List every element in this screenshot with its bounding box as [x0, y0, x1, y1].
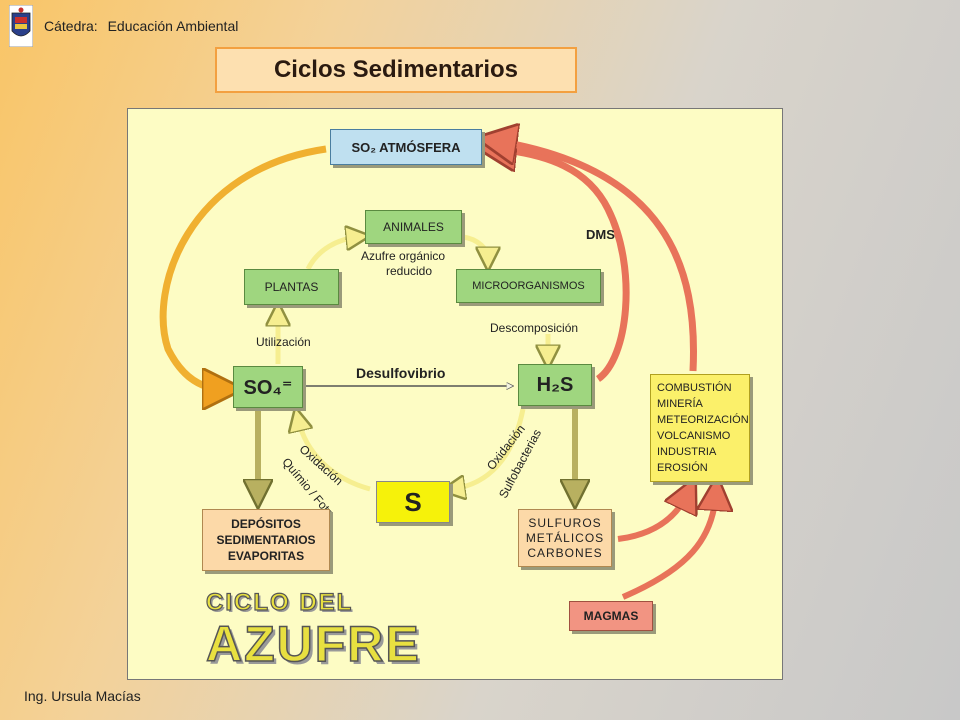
depositos-line-3: EVAPORITAS — [227, 549, 305, 563]
course-label: Cátedra: — [44, 18, 98, 34]
arrow-animales-to-micro — [462, 234, 488, 259]
arrow-fuentes-to-so2 — [496, 141, 697, 372]
arrow-so2-to-so4 — [159, 145, 327, 389]
utilizacion-label: Utilización — [256, 335, 311, 349]
arrow-plantas-to-animales — [305, 237, 358, 271]
university-crest-icon — [8, 4, 34, 48]
azufre-heading: AZUFRE — [205, 615, 421, 673]
magmas-box: MAGMAS — [569, 601, 653, 631]
fuentes-line-3: METEORIZACIÓN — [657, 414, 749, 426]
depositos-line-1: DEPÓSITOS — [231, 517, 301, 531]
sulfur-cycle-diagram: SO₂ ATMÓSFERA ANIMALES PLANTAS MICROORGA… — [127, 108, 783, 680]
arrow-s-to-so4 — [298, 419, 371, 492]
so2-atmosfera-box: SO₂ ATMÓSFERA — [330, 129, 482, 165]
azufre-organico-label-2: reducido — [386, 264, 433, 278]
arrow-sulfuros-to-fuentes — [617, 493, 688, 542]
fuentes-line-1: COMBUSTIÓN — [657, 382, 732, 394]
course-subject: Educación Ambiental — [107, 18, 239, 34]
fuentes-line-4: VOLCANISMO — [657, 430, 731, 442]
arrow-h2s-to-s — [453, 408, 526, 489]
page-title: Ciclos Sedimentarios — [215, 47, 577, 93]
depositos-line-2: SEDIMENTARIOS — [216, 533, 316, 547]
ciclo-del-heading: CICLO DEL — [205, 588, 354, 616]
animales-box: ANIMALES — [365, 210, 462, 244]
fuentes-line-5: INDUSTRIA — [657, 446, 717, 458]
microorganismos-box: MICROORGANISMOS — [456, 269, 601, 303]
descomposicion-label: Descomposición — [490, 321, 579, 335]
diagram-arrows — [159, 109, 782, 600]
arrow-h2s-to-so2 — [496, 149, 630, 382]
sulfuros-line-3: CARBONES — [527, 545, 603, 560]
sulfuros-line-2: METÁLICOS — [525, 530, 605, 545]
fuentes-line-2: MINERÍA — [657, 398, 703, 410]
depositos-box: DEPÓSITOS SEDIMENTARIOS EVAPORITAS — [202, 509, 330, 571]
course-header: Cátedra: Educación Ambiental — [44, 18, 244, 34]
s-box: S — [376, 481, 450, 523]
fuentes-line-6: EROSIÓN — [657, 462, 708, 474]
footer-author: Ing. Ursula Macías — [24, 688, 141, 704]
so4-box: SO₄⁼ — [233, 366, 303, 408]
h2s-box: H₂S — [518, 364, 592, 406]
fuentes-box: COMBUSTIÓN MINERÍA METEORIZACIÓN VOLCANI… — [650, 374, 750, 482]
plantas-box: PLANTAS — [244, 269, 339, 305]
desulfovibrio-label: Desulfovibrio — [356, 365, 446, 381]
dms-label: DMS — [586, 227, 615, 242]
azufre-organico-label-1: Azufre orgánico — [361, 249, 446, 263]
sulfuros-line-1: SULFUROS — [528, 515, 602, 530]
sulfuros-box: SULFUROS METÁLICOS CARBONES — [518, 509, 612, 567]
arrow-magmas-to-fuentes — [621, 493, 716, 600]
